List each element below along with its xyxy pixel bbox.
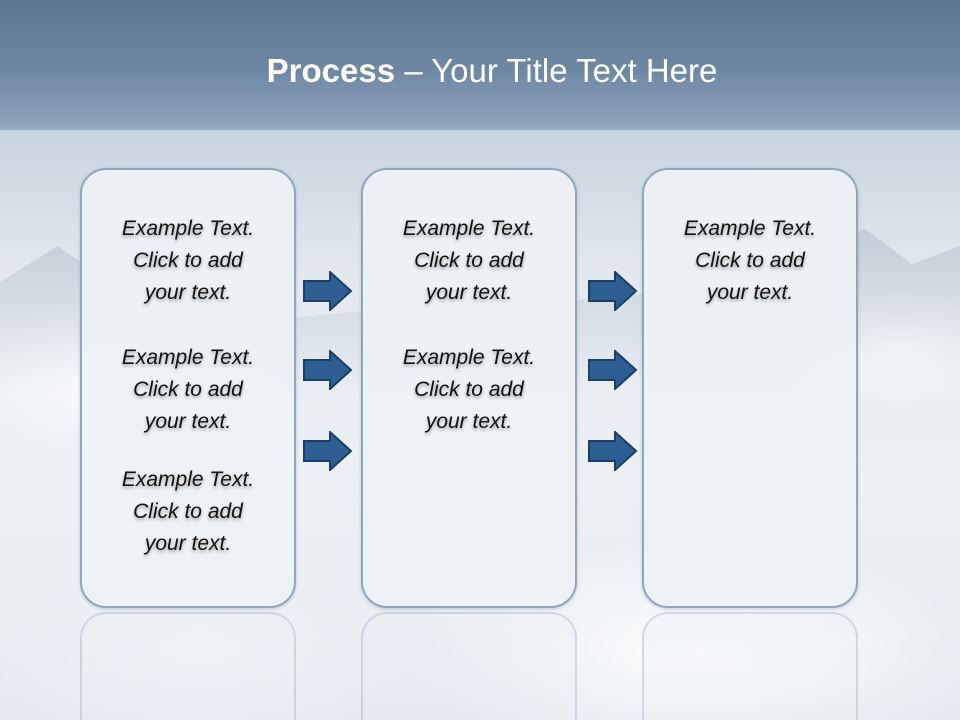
text-line: Example Text. <box>683 217 817 240</box>
title-bold: Process <box>266 52 396 89</box>
text-line: Click to add <box>133 249 243 272</box>
text-line: your text. <box>706 281 794 304</box>
right-arrow-icon[interactable] <box>588 431 638 471</box>
text-placeholder-3-1[interactable]: Example Text. Click to add your text. <box>644 213 856 309</box>
text-line: Click to add <box>414 378 524 401</box>
text-placeholder-1-3[interactable]: Example Text. Click to add your text. <box>82 464 294 560</box>
process-panel-1[interactable]: Example Text. Click to add your text. Ex… <box>80 168 296 608</box>
text-placeholder-1-1[interactable]: Example Text. Click to add your text. <box>82 213 294 309</box>
text-line: Example Text. <box>402 217 536 240</box>
right-arrow-icon[interactable] <box>588 350 638 390</box>
text-line: Click to add <box>133 500 243 523</box>
text-line: Example Text. <box>121 346 255 369</box>
text-line: Example Text. <box>121 217 255 240</box>
text-line: Click to add <box>414 249 524 272</box>
slide-title[interactable]: Process – Your Title Text Here <box>0 52 960 90</box>
text-placeholder-2-1[interactable]: Example Text. Click to add your text. <box>363 213 575 309</box>
text-line: your text. <box>144 281 232 304</box>
text-line: Click to add <box>695 249 805 272</box>
text-placeholder-2-2[interactable]: Example Text. Click to add your text. <box>363 342 575 438</box>
text-line: Click to add <box>133 378 243 401</box>
text-line: your text. <box>144 532 232 555</box>
text-line: your text. <box>144 410 232 433</box>
text-placeholder-1-2[interactable]: Example Text. Click to add your text. <box>82 342 294 438</box>
panel-reflection-3 <box>642 612 858 720</box>
process-panel-3[interactable]: Example Text. Click to add your text. <box>642 168 858 608</box>
right-arrow-icon[interactable] <box>303 431 353 471</box>
text-line: your text. <box>425 281 513 304</box>
right-arrow-icon[interactable] <box>303 271 353 311</box>
right-arrow-icon[interactable] <box>303 350 353 390</box>
process-panel-2[interactable]: Example Text. Click to add your text. Ex… <box>361 168 577 608</box>
text-line: your text. <box>425 410 513 433</box>
panel-reflection-1 <box>80 612 296 720</box>
text-line: Example Text. <box>402 346 536 369</box>
panel-reflection-2 <box>361 612 577 720</box>
right-arrow-icon[interactable] <box>588 271 638 311</box>
text-line: Example Text. <box>121 468 255 491</box>
title-rest: – Your Title Text Here <box>395 52 718 89</box>
